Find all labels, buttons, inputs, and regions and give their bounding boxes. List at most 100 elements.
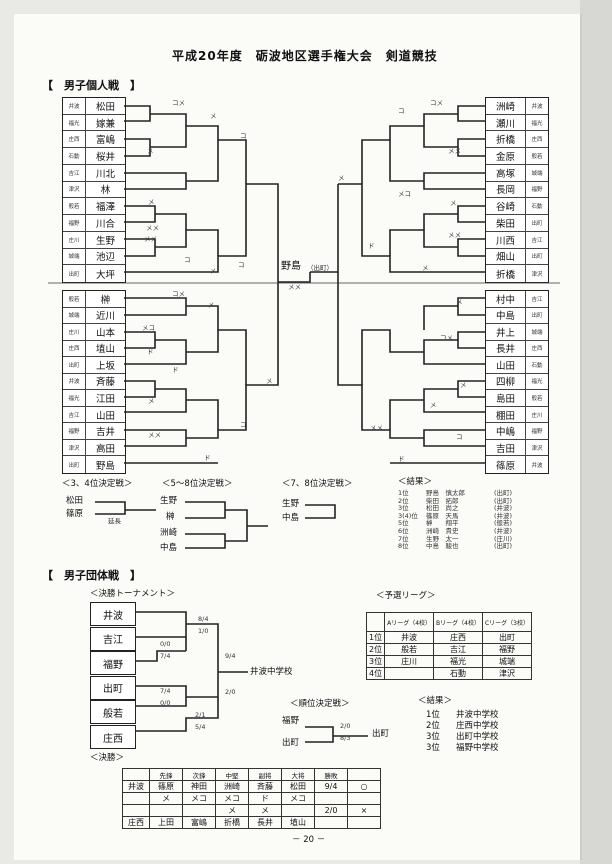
player-name: 吉井 (95, 427, 115, 439)
entrant-row: 福光江田 (63, 390, 125, 407)
mark: コ (184, 256, 191, 264)
league-cell: 井波 (384, 631, 435, 644)
mark: ド (172, 366, 179, 374)
school-label: 井波 (525, 456, 548, 473)
result-name: 松田 尚之 (426, 504, 459, 513)
player-name: 長岡 (495, 185, 515, 197)
player-name: 高塚 (495, 168, 515, 180)
player-name: 金原 (495, 152, 515, 164)
player-name: 瀬川 (495, 118, 515, 130)
league-cell: 福光 (433, 655, 483, 668)
third-place-label: ＜3、4位決定戦＞ (62, 479, 133, 489)
player-name: 近川 (95, 311, 115, 323)
score: 1/0 (198, 627, 209, 635)
player-name: 川西 (495, 235, 515, 247)
section-team: 【 男子団体戦 】 (42, 569, 141, 582)
school-label: 出町 (63, 265, 86, 282)
final-cell: 庄西 (122, 816, 150, 829)
final-header: 勝敗 (314, 768, 348, 781)
league-header: Aリーグ（4校） (384, 612, 435, 632)
entrant-row: 井波斉藤 (63, 373, 125, 391)
score: 0/0 (160, 699, 171, 707)
final-cell: 埴山 (281, 816, 315, 829)
league-cell: 吉江 (433, 643, 483, 656)
entrant-row: 谷崎石動 (486, 198, 548, 216)
team-result-school: 出町中学校 (456, 732, 499, 742)
bracket-left-top: 井波松田福光嫁兼庄西富嶋石動桜井吉江川北津沢林般若福澤福野川合庄川生野城端池辺出… (62, 97, 126, 283)
mark: メ (430, 401, 437, 409)
school-label: 福野 (63, 423, 86, 439)
final-cell: 長井 (248, 816, 282, 829)
school-label: 吉江 (63, 164, 86, 181)
final-cell: 上田 (149, 816, 183, 829)
final-header: 大将 (281, 768, 315, 781)
entrant-row: 出町大坪 (63, 265, 125, 282)
final-header (122, 768, 150, 781)
league-header: Cリーグ（3校） (481, 612, 532, 632)
entrant-row: 福野川合 (63, 215, 125, 232)
team-result-school: 井波中学校 (456, 710, 499, 720)
final-header (347, 768, 381, 781)
champion-school: （出町） (307, 264, 333, 272)
league-cell: 4位 (365, 667, 386, 680)
mark: メメ (448, 231, 461, 239)
fifth-player-1: 生野 (160, 496, 178, 506)
player-name: 高田 (95, 443, 115, 455)
mark: メ (148, 397, 155, 405)
result-school: (出町) (494, 489, 513, 497)
player-name: 中嶋 (495, 427, 515, 439)
final-cell: 神田 (182, 780, 216, 793)
fifth-place-label: ＜5～8位決定戦＞ (162, 479, 233, 489)
seventh-place-label: ＜7、8位決定戦＞ (282, 479, 353, 489)
school-label: 般若 (525, 148, 548, 164)
final-cell: メコ (182, 792, 216, 805)
entrant-row: 中嶋福野 (486, 423, 548, 440)
entrant-row: 庄西埴山 (63, 340, 125, 358)
league-cell: 福野 (481, 643, 532, 656)
league-cell: 出町 (481, 631, 532, 644)
seventh-player-2: 中島 (282, 513, 300, 523)
entrant-row: 石動桜井 (63, 148, 125, 165)
final-cell (122, 804, 150, 817)
school-label: 出町 (525, 307, 548, 324)
final-cell: メ (248, 804, 282, 817)
school-label: 吉江 (525, 231, 548, 248)
school-label: 石動 (525, 198, 548, 215)
school-label: 石動 (525, 357, 548, 373)
page-number: － 20 － (292, 835, 326, 845)
mark: メコ (398, 190, 411, 198)
school-label: 庄川 (63, 324, 86, 340)
mark: メメ (370, 424, 383, 432)
player-name: 斉藤 (95, 377, 115, 389)
result-name: 生野 太一 (426, 534, 459, 543)
player-name: 長井 (495, 344, 515, 356)
champion-name: 野島 (281, 261, 301, 272)
team-result-school: 福野中学校 (456, 743, 499, 753)
mark: メ (147, 147, 154, 155)
mark: コ (456, 433, 463, 441)
league-cell: 津沢 (481, 667, 532, 680)
team-result-rank: 1位 (426, 710, 440, 720)
entrant-row: 篠原井波 (486, 456, 548, 473)
mark: ド (147, 348, 154, 356)
player-name: 谷崎 (495, 202, 515, 214)
player-name: 山田 (495, 360, 515, 372)
player-name: 折橋 (495, 135, 515, 147)
school-label: 福野 (525, 423, 548, 439)
player-name: 大坪 (95, 269, 115, 281)
school-label: 般若 (63, 291, 86, 307)
mark: ド (204, 454, 211, 462)
entrant-row: 井波松田 (63, 98, 125, 115)
player-name: 吉田 (495, 443, 515, 455)
school-label: 庄川 (525, 406, 548, 423)
final-cell (347, 816, 381, 829)
mark: コ (238, 261, 245, 269)
entrant-row: 出町野島 (63, 456, 125, 473)
league-cell: 城端 (481, 655, 532, 668)
entrant-row: 村中吉江 (486, 291, 548, 308)
player-name: 山田 (95, 410, 115, 422)
final-cell: ド (248, 792, 282, 805)
school-label: 庄西 (525, 131, 548, 148)
final-cell: メ (149, 792, 183, 805)
